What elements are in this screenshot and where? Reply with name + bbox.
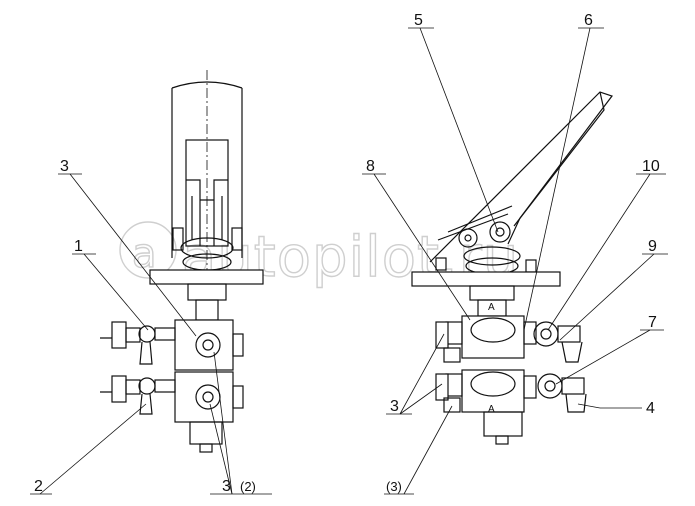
- callout-3-bottom: 3: [222, 478, 231, 495]
- callout-4: 4: [646, 400, 655, 417]
- front-leaders: [30, 173, 272, 495]
- port-mark-a-upper: A: [488, 302, 495, 313]
- callout-paren-3: (3): [386, 479, 402, 494]
- callout-9: 9: [648, 238, 657, 255]
- callout-3-right: 3: [390, 398, 399, 415]
- callout-2: 2: [34, 478, 43, 495]
- callout-1: 1: [74, 238, 83, 255]
- callout-3-top: 3: [60, 158, 69, 175]
- port-mark-a-lower: A: [488, 404, 495, 415]
- callout-8: 8: [366, 158, 375, 175]
- callout-6: 6: [584, 12, 593, 29]
- callout-paren-2: (2): [240, 479, 256, 494]
- front-view: [100, 70, 264, 453]
- callout-5: 5: [414, 12, 423, 29]
- callout-10: 10: [642, 158, 660, 175]
- callouts: 3 1 2 3 (2) 5 6 8 10 9 7 4 3 (3): [34, 12, 660, 495]
- side-leaders: [362, 27, 668, 495]
- callout-7: 7: [648, 314, 657, 331]
- side-view: A A: [411, 91, 613, 445]
